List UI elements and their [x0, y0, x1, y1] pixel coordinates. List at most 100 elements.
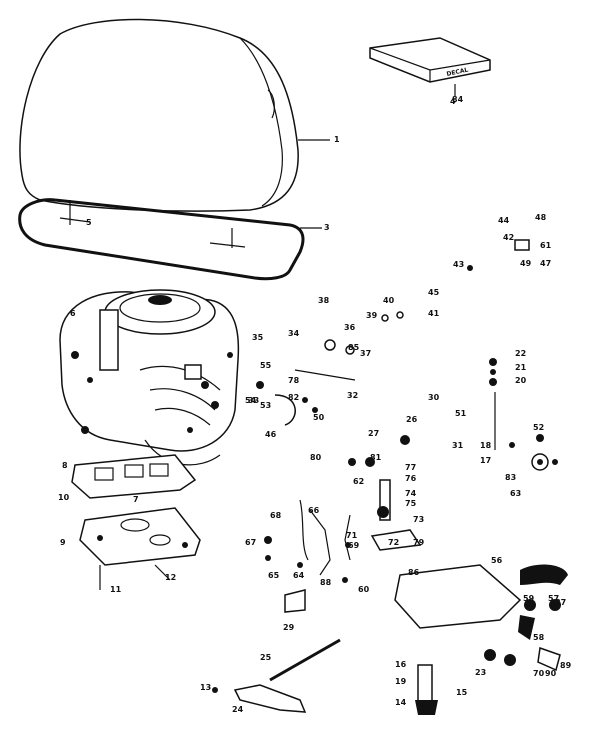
callout-10: 10	[58, 493, 70, 502]
callout-58: 58	[533, 633, 545, 642]
powerhead-assembly	[59, 289, 240, 466]
callout-34: 34	[288, 329, 300, 338]
callout-38: 38	[318, 296, 330, 305]
callout-20: 20	[515, 376, 527, 385]
callout-70: 70	[533, 669, 545, 678]
callout-54: 54	[245, 396, 257, 405]
callout-30: 30	[428, 393, 440, 402]
callout-21: 21	[515, 363, 527, 372]
callout-45: 45	[428, 288, 440, 297]
callout-72: 72	[388, 538, 399, 547]
callout-15: 15	[456, 688, 468, 697]
callout-11: 11	[110, 585, 122, 594]
callout-43: 43	[453, 260, 464, 269]
callout-19: 19	[395, 677, 407, 686]
callout-89: 89	[560, 661, 572, 670]
callout-17: 17	[480, 456, 491, 465]
callout-12: 12	[165, 573, 176, 582]
callout-90: 90	[545, 669, 557, 678]
callout-47: 47	[540, 259, 551, 268]
callout-42: 42	[503, 233, 514, 242]
callout-60: 60	[358, 585, 370, 594]
tiller-bracket	[212, 638, 341, 713]
callout-labels: 1345678910111213141516171819202122232425…	[58, 95, 572, 714]
callout-65: 65	[268, 571, 280, 580]
callout-9: 9	[60, 538, 66, 547]
callout-46: 46	[265, 430, 277, 439]
callout-71: 71	[346, 531, 358, 540]
callout-48: 48	[535, 213, 547, 222]
callout-52: 52	[533, 423, 544, 432]
callout-61: 61	[540, 241, 552, 250]
callout-67: 67	[245, 538, 256, 547]
callout-80: 80	[310, 453, 322, 462]
callout-5: 5	[86, 218, 92, 227]
callout-7: 7	[133, 495, 139, 504]
callout-31: 31	[452, 441, 464, 450]
callout-82: 82	[288, 393, 299, 402]
throttle-shift-parts	[264, 435, 422, 613]
callout-86: 86	[408, 568, 420, 577]
callout-6: 6	[70, 309, 76, 318]
callout-23: 23	[475, 668, 486, 677]
callout-27: 27	[368, 429, 379, 438]
callout-24: 24	[232, 705, 244, 714]
engine-cover	[19, 18, 330, 212]
cover-gasket	[18, 198, 322, 281]
callout-35: 35	[252, 333, 264, 342]
callout-1: 1	[334, 135, 340, 144]
callout-37: 37	[360, 349, 371, 358]
callout-81: 81	[370, 453, 382, 462]
callout-32: 32	[347, 391, 358, 400]
callout-8: 8	[62, 461, 68, 470]
callout-25: 25	[260, 653, 272, 662]
callout-66: 66	[308, 506, 320, 515]
callout-41: 41	[428, 309, 440, 318]
callout-53: 53	[260, 401, 271, 410]
callout-84: 84	[452, 95, 464, 104]
callout-18: 18	[480, 441, 492, 450]
callout-16: 16	[395, 660, 407, 669]
callout-69: 69	[348, 541, 360, 550]
callout-13: 13	[200, 683, 211, 692]
callout-33: 33	[248, 396, 259, 405]
callout-62: 62	[353, 477, 364, 486]
callout-83: 83	[505, 473, 516, 482]
callout-50: 50	[313, 413, 325, 422]
callout-56: 56	[491, 556, 503, 565]
callout-40: 40	[383, 296, 395, 305]
intake-manifold	[79, 507, 201, 590]
callout-51: 51	[455, 409, 467, 418]
callout-39: 39	[366, 311, 378, 320]
callout-88: 88	[320, 578, 332, 587]
callout-85: 85	[348, 343, 360, 352]
callout-76: 76	[405, 474, 417, 483]
callout-57: 57	[548, 594, 559, 603]
callout-75: 75	[405, 499, 417, 508]
reed-gasket	[71, 454, 197, 499]
callout-63: 63	[510, 489, 521, 498]
callout-79: 79	[413, 538, 425, 547]
callout-87: 87	[555, 598, 566, 607]
callout-14: 14	[395, 698, 407, 707]
callout-68: 68	[270, 511, 282, 520]
callout-3: 3	[324, 223, 330, 232]
callout-59: 59	[523, 594, 535, 603]
decal: DECAL	[369, 37, 491, 96]
linkage-parts	[256, 239, 558, 471]
decal-text: DECAL	[446, 67, 469, 78]
callout-29: 29	[283, 623, 295, 632]
callout-26: 26	[406, 415, 418, 424]
callout-55: 55	[260, 361, 272, 370]
callout-49: 49	[520, 259, 532, 268]
callout-22: 22	[515, 349, 526, 358]
callout-36: 36	[344, 323, 356, 332]
callout-64: 64	[293, 571, 305, 580]
callout-44: 44	[498, 216, 510, 225]
callout-74: 74	[405, 489, 417, 498]
callout-73: 73	[413, 515, 424, 524]
lower-assembly	[394, 564, 568, 715]
callout-77: 77	[405, 463, 416, 472]
callout-4: 4	[450, 97, 456, 106]
